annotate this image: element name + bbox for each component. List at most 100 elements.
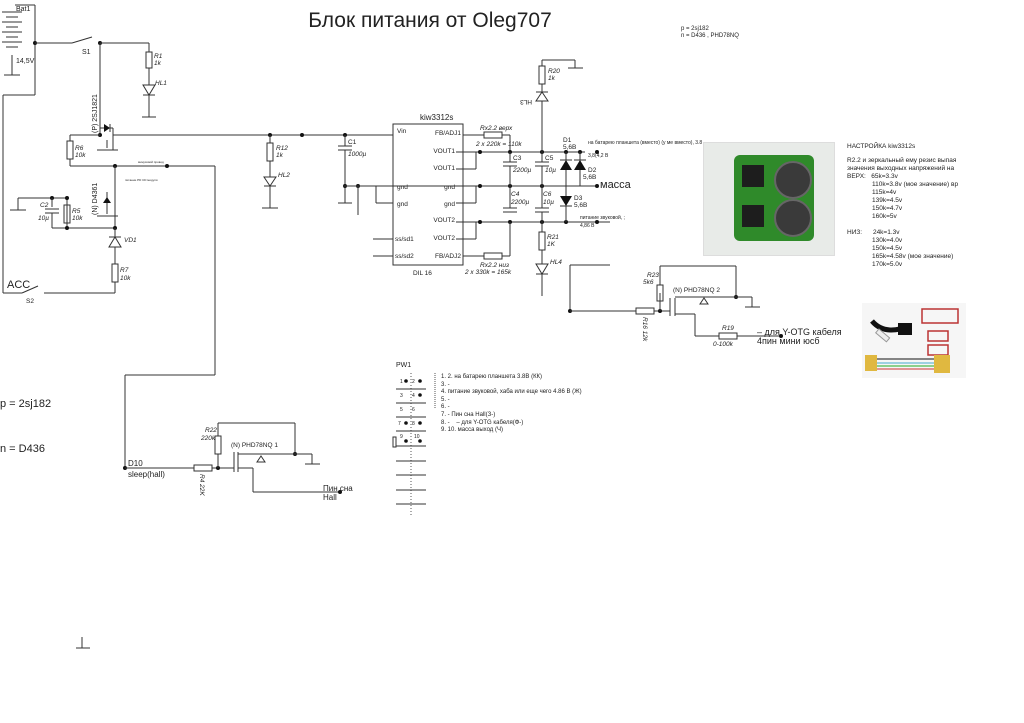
pw1-note: 3. - xyxy=(441,381,450,388)
led-hl1 xyxy=(142,84,156,96)
diode-d2 xyxy=(574,160,586,170)
battery-bat1: Bat1 14,5V xyxy=(2,4,36,95)
battery-tablet-label: на батарею планшета (вместо) (у ме вмест… xyxy=(588,140,702,146)
battery-voltage: 14,5V xyxy=(16,58,35,65)
ic-pin-gnd-l1: gnd xyxy=(397,184,408,191)
ic-pin-vout2-a: VOUT2 xyxy=(433,217,455,224)
r7-name: R7 xyxy=(120,267,129,274)
ground-label: масса xyxy=(600,179,632,191)
battery-name: Bat1 xyxy=(16,6,31,13)
hall-label: Hall xyxy=(323,493,337,502)
resistor-rtop xyxy=(483,131,503,139)
pw1-note: 4. питание звуковой, хаба или еще чего 4… xyxy=(441,389,582,396)
q2-label: (N) D4361 xyxy=(92,183,99,215)
resistor-r19 xyxy=(718,332,738,340)
otg-cable-drawing xyxy=(865,308,959,373)
resistor-r4 xyxy=(193,464,213,472)
c4-value: 2200µ xyxy=(510,199,529,206)
ic-pin-gnd-r1: gnd xyxy=(444,184,455,191)
ic-pin-gnd-r2: gnd xyxy=(444,201,455,208)
ic-pin-gnd-l2: gnd xyxy=(397,201,408,208)
c6-name: C6 xyxy=(543,191,552,198)
ic-pin-sssd2: ss/sd2 xyxy=(395,253,414,260)
ic-pin-fbadj2: FB/ADJ2 xyxy=(435,253,461,260)
pw1-note: 8. - – для Y-OTG кабеля(Ф-) xyxy=(441,419,524,426)
pw1-pin-5: 5 xyxy=(400,407,403,413)
d10-label: D10 xyxy=(128,459,143,468)
tuning-top-label: ВЕРХ: xyxy=(847,173,866,180)
pw1-note: 9. 10. масса выход (Ч) xyxy=(441,427,503,434)
tuning-value: 115k=4v xyxy=(872,189,897,196)
tuning-bottom-label: НИЗ: xyxy=(847,229,863,236)
resistor-rbot xyxy=(483,252,503,260)
tuning-value: 139k=4.5v xyxy=(872,197,903,204)
tuning-value: 110k=3.8v (мое значение) вр xyxy=(872,181,959,188)
c1-name: C1 xyxy=(348,139,357,146)
d3-name: D3 xyxy=(574,195,583,202)
small-note-2: питание PD CD модуля xyxy=(125,178,158,182)
rbot-name: Rx2.2 низ xyxy=(480,262,509,269)
r20-value: 1k xyxy=(548,75,556,82)
led-hl4 xyxy=(535,263,549,275)
resistor-r16 xyxy=(635,307,655,315)
pw1-pin-1: 1 xyxy=(400,379,403,385)
d1-name: D1 xyxy=(563,137,572,144)
c1-value: 1000µ xyxy=(348,151,366,158)
tuning-value: 150k=4.7v xyxy=(872,205,903,212)
r21-name: R21 xyxy=(547,234,559,241)
ic-pin-vout2-b: VOUT2 xyxy=(433,235,455,242)
pw1-note: 7. - Пин сна Hall(З-) xyxy=(441,411,496,418)
pw1-pin-3: 3 xyxy=(400,393,403,399)
r5-value: 10k xyxy=(72,215,83,222)
r12-name: R12 xyxy=(276,145,288,152)
pw1-note: 5. - xyxy=(441,396,450,403)
resistor-r1 xyxy=(145,51,153,69)
resistor-r6 xyxy=(66,140,74,160)
tuning-heading: НАСТРОЙКА kiw3312s xyxy=(847,143,916,150)
rtop-name: Rx2.2 верх xyxy=(480,125,513,132)
r5-name: R5 xyxy=(72,208,81,215)
hl1-label: HL1 xyxy=(155,80,167,87)
resistor-r20 xyxy=(538,65,546,85)
led-hl2 xyxy=(263,176,277,187)
c3-name: C3 xyxy=(513,155,522,162)
r19-name: R19 xyxy=(722,325,734,332)
ic-pin-vout1-b: VOUT1 xyxy=(433,165,455,172)
switch-s2-label: S2 xyxy=(26,298,34,305)
ic-package: DIL 16 xyxy=(413,270,432,277)
kiw3312s-module-photo xyxy=(703,142,835,256)
d1-value: 5,6B xyxy=(563,144,576,151)
q3-label: (N) PHD78NQ 1 xyxy=(231,442,278,449)
c2-name: C2 xyxy=(40,202,49,209)
r22-value: 220k xyxy=(200,435,216,442)
hl4-label: HL4 xyxy=(550,259,562,266)
pw1-label: PW1 xyxy=(396,362,411,369)
led-hl3 xyxy=(535,91,549,102)
r23-name: R23 xyxy=(647,272,659,279)
r19-value: 0-100k xyxy=(713,341,734,348)
diagram-title: Блок питания от Oleg707 xyxy=(308,9,552,32)
tuning-value: 65k=3.3v xyxy=(871,173,898,180)
vd1-label: VD1 xyxy=(124,237,137,244)
c5-value: 10µ xyxy=(545,167,556,174)
tuning-value: 24k=1.3v xyxy=(872,229,900,236)
tuning-value: 150k=4.5v xyxy=(872,245,903,252)
pw1-pin-7: 7 xyxy=(398,421,401,427)
sleep-pin-label: Пин сна xyxy=(323,484,353,493)
rbot-value: 2 x 330k = 165k xyxy=(464,269,512,276)
c6-value: 10µ xyxy=(543,199,554,206)
pw1-note: 1. 2. на батарею планшета 3.8В (КК) xyxy=(441,374,543,380)
r23-value: 5k6 xyxy=(643,279,654,286)
c4-name: C4 xyxy=(511,191,520,198)
legend-top-n: n = D436 , PHD78NQ xyxy=(681,33,739,39)
tuning-value: 170k=5.0v xyxy=(872,261,903,268)
pw1-pin-4: 4 xyxy=(412,393,415,399)
ic-pin-sssd1: ss/sd1 xyxy=(395,236,414,243)
sleep-hall-label: sleep(hall) xyxy=(128,470,165,479)
diode-d3 xyxy=(560,196,572,206)
connector-pw1: PW1 1 2 3 4 5 6 7 8 9 10 xyxy=(392,362,436,515)
r21-value: 1K xyxy=(547,241,556,248)
switch-s1-label: S1 xyxy=(82,49,91,56)
legend-left-n: n = D436 xyxy=(0,443,45,455)
